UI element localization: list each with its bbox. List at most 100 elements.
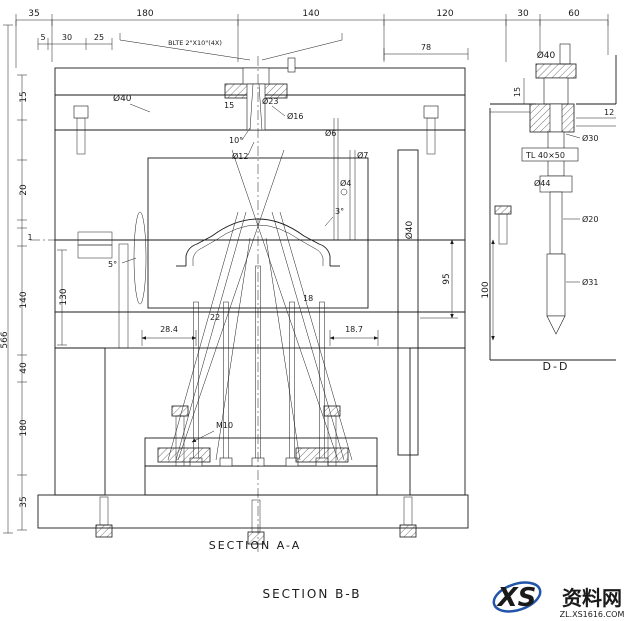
dd-stem [559,43,571,65]
dd-view-title: D-D [543,360,570,373]
top-screw [287,57,296,73]
dim-label-30b: 30 [62,33,72,42]
dim-label-left-15: 15 [19,91,29,102]
dim-label-m10: M10 [216,421,233,430]
dd-note-box [521,147,579,162]
dd-side-pin-head [494,205,512,215]
dim-label-18: 18 [303,294,313,303]
dd-detail-view: 12 Ø40 15 Ø30 TL 40×50 Ø44 Ø20 Ø31 100 D… [481,43,617,373]
dim-label-566: 566 [0,331,10,348]
dim-label-3deg: 3° [335,207,344,216]
dim-label-left-20: 20 [19,184,29,196]
dim-label-left-140: 140 [19,291,29,308]
dim-label-dd-12: 12 [604,108,614,117]
dim-label-top-120: 120 [436,9,453,19]
bottom-screw-shaft [99,496,109,526]
guide-pillar [397,149,419,456]
return-pin [118,243,129,349]
sprue-bushing-head [242,67,270,85]
dim-label-5: 5 [40,33,45,42]
dim-label-10deg: 10° [229,136,243,145]
dim-label-top-140: 140 [302,9,319,19]
slide-block-lower [77,244,113,259]
section-bb-label: SECTION B-B [262,587,361,601]
dim-label-dd-15: 15 [513,87,522,97]
dim-label-dia6: Ø6 [325,128,336,138]
core-plate [54,239,466,313]
support-plate [54,311,466,349]
main-assembly-view [30,56,469,552]
dim-label-dd-dia44: Ø44 [534,178,550,188]
left-dimension-chain: 566 15 20 1 140 40 180 35 130 [0,24,69,534]
dim-label-dd-dia40: Ø40 [537,50,556,61]
bottom-screw-head [399,524,417,538]
dd-tip [546,315,566,335]
dim-label-15-center: 15 [224,101,234,110]
dim-label-dd-dia20: Ø20 [582,214,598,224]
plate-screw-head [423,105,439,119]
dd-neck [543,77,569,105]
cavity-plate [54,129,466,241]
ejector-screw-head [171,405,189,417]
dim-label-dd-dia31: Ø31 [582,277,598,287]
dd-flange [535,63,577,79]
ejector-base-plate [144,465,378,496]
sprue-bushing [246,83,266,131]
top-note-label: BLTE 2"X10"(4X) [168,39,222,47]
dim-label-dia16: Ø16 [287,111,303,121]
dim-label-top-30: 30 [517,9,529,19]
dim-label-18_7: 18.7 [345,325,363,334]
bottom-screw-head [247,531,265,545]
dim-label-dia23: Ø23 [262,96,278,106]
dd-shaft-through [549,103,563,133]
section-aa-label: SECTION A-A [209,539,302,552]
watermark-name: 资料网 [562,586,622,610]
dim-label-25: 25 [94,33,104,42]
dim-label-28_4: 28.4 [160,325,178,334]
main-view-dimension-labels: Ø40 15 Ø23 Ø16 10° Ø12 Ø6 Ø7 Ø4 3° Ø40 9… [108,93,458,443]
dim-label-left-130: 130 [59,288,69,305]
latch-bar [133,211,147,305]
stop-block [295,447,349,463]
dim-label-left-1: 1 [27,233,32,242]
dim-label-left-180: 180 [19,419,29,436]
dim-label-dia40-pillar: Ø40 [404,220,415,239]
stop-block [157,447,211,463]
dim-label-dia4: Ø4 [340,178,351,188]
dim-label-95: 95 [442,273,452,284]
top-dimension-chain: 35 180 140 120 30 60 [15,9,609,68]
plate-screw-shaft [76,117,86,155]
dd-shaft-31 [546,253,566,317]
watermark-ring-icon [492,581,542,613]
dim-label-5deg: 5° [108,260,117,269]
left-rail [54,347,106,496]
bottom-screw-shaft [403,496,413,526]
ejector-screw-shaft [327,415,337,467]
dim-label-dia40-topleft: Ø40 [113,93,132,104]
plate-screw-head [73,105,89,119]
dim-label-left-35: 35 [19,496,29,507]
dd-shaft-20 [549,191,563,255]
watermark-site: ZL.XS1616.COM [560,610,625,619]
slide-block [77,231,113,246]
watermark-logo-icon: XS [496,583,537,613]
dd-side-pin [498,213,508,245]
bottom-screw-shaft [251,499,261,533]
vent-hole [340,188,348,196]
dim-label-dd-tl40x50: TL 40×50 [525,151,565,160]
bottom-clamp-plate [37,494,469,529]
watermark: XS 资料网 ZL.XS1616.COM [492,581,625,619]
secondary-dimension-chain: 5 30 25 BLTE 2"X10"(4X) 78 [37,33,469,61]
dim-label-dia12: Ø12 [232,151,248,161]
ejector-screw-shaft [175,415,185,467]
dim-label-dd-100: 100 [481,281,491,298]
dim-label-22: 22 [210,313,220,322]
ejector-screw-head [323,405,341,417]
dim-label-top-180: 180 [136,9,153,19]
dim-label-left-40: 40 [19,362,29,374]
dim-label-top-60: 60 [568,9,580,19]
plate-screw-shaft [426,117,436,155]
dim-label-dia7: Ø7 [357,150,368,160]
